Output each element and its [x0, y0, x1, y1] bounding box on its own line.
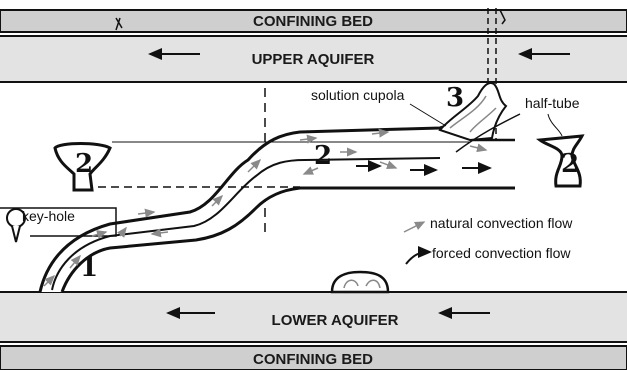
natural-convection-legend-label: natural convection flow	[430, 215, 573, 231]
forced-convection-legend-arrow	[406, 252, 430, 264]
lower-cupola	[332, 272, 388, 292]
number-2-center: 2	[314, 141, 332, 171]
upper-aquifer-label: UPPER AQUIFER	[252, 51, 375, 68]
natural-convection-legend-arrow	[404, 222, 424, 232]
lower-aquifer-label: LOWER AQUIFER	[272, 312, 399, 329]
solution-cupola-label: solution cupola	[311, 87, 405, 103]
half-tube-label: half-tube	[525, 95, 580, 111]
forced-convection-legend-label: forced convection flow	[432, 245, 571, 261]
key-hole-label: key-hole	[22, 208, 75, 224]
confining-bed-bottom-label: CONFINING BED	[253, 351, 373, 368]
number-2-left: 2	[75, 149, 93, 179]
number-2-right: 2	[561, 149, 579, 179]
confining-bed-top-label: CONFINING BED	[253, 13, 373, 30]
number-3: 3	[446, 83, 464, 113]
number-1: 1	[80, 253, 98, 283]
